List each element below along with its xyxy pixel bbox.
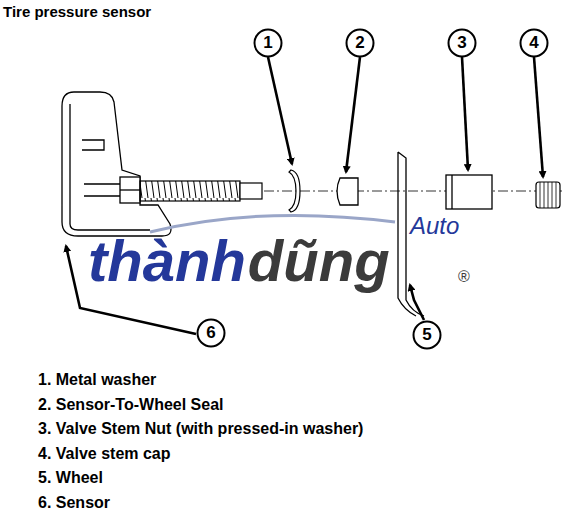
watermark: ® xyxy=(458,268,470,286)
watermark: Auto xyxy=(410,212,459,240)
callout-number: 1 xyxy=(253,28,283,58)
callout-number: 3 xyxy=(447,28,477,58)
valve-stem-nut xyxy=(446,175,492,209)
valve-cap xyxy=(536,182,560,208)
legend-item: 1. Metal washer xyxy=(38,371,156,389)
valve-stem xyxy=(140,181,262,201)
legend-item: 4. Valve stem cap xyxy=(38,445,171,463)
watermark: thành xyxy=(88,226,246,296)
sensor-body xyxy=(62,92,171,236)
metal-washer xyxy=(289,170,300,212)
callout-number: 5 xyxy=(412,320,442,350)
title: Tire pressure sensor xyxy=(3,3,151,20)
leader-line xyxy=(66,57,543,334)
callout-circle: 3 xyxy=(447,28,477,58)
callout-circle: 5 xyxy=(412,320,442,350)
callout-number: 2 xyxy=(345,28,375,58)
callout-circle: 4 xyxy=(519,28,549,58)
callout-circle: 6 xyxy=(196,318,226,348)
wheel-seal xyxy=(337,178,358,205)
callout-circle: 1 xyxy=(253,28,283,58)
watermark: dũng xyxy=(248,226,390,296)
legend-item: 3. Valve Stem Nut (with pressed-in washe… xyxy=(38,420,363,438)
center-line xyxy=(264,191,565,192)
legend-item: 2. Sensor-To-Wheel Seal xyxy=(38,396,224,414)
legend-item: 6. Sensor xyxy=(38,494,110,512)
callout-circle: 2 xyxy=(345,28,375,58)
callout-number: 6 xyxy=(196,318,226,348)
callout-number: 4 xyxy=(519,28,549,58)
legend-item: 5. Wheel xyxy=(38,469,103,487)
